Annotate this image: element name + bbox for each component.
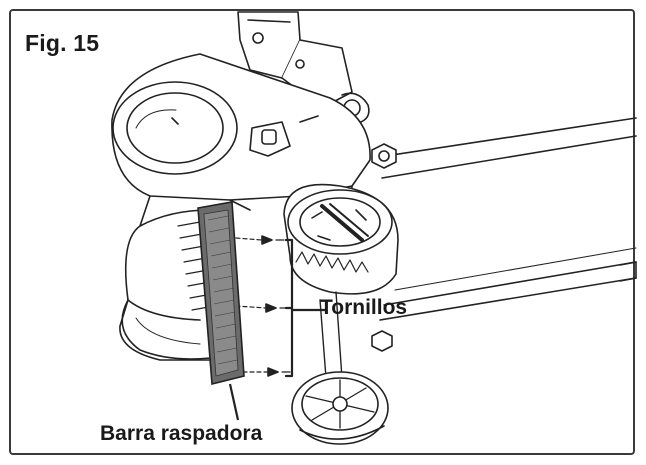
scraper-bar — [197, 201, 245, 421]
lower-wheel — [291, 291, 389, 445]
lower-deck — [121, 299, 211, 360]
screws — [235, 235, 291, 377]
screws-leader-bracket — [284, 238, 328, 378]
callout-scraper-bar: Barra raspadora — [100, 422, 263, 445]
figure-frame — [9, 9, 635, 455]
callout-screws: Tornillos — [320, 296, 408, 319]
figure-label: Fig. 15 — [25, 30, 100, 56]
latch — [249, 115, 319, 157]
round-cover — [112, 81, 238, 175]
knob-lower — [371, 330, 393, 352]
handle-bars — [371, 117, 637, 321]
upper-wheel — [283, 183, 399, 295]
knob-right — [371, 143, 397, 169]
